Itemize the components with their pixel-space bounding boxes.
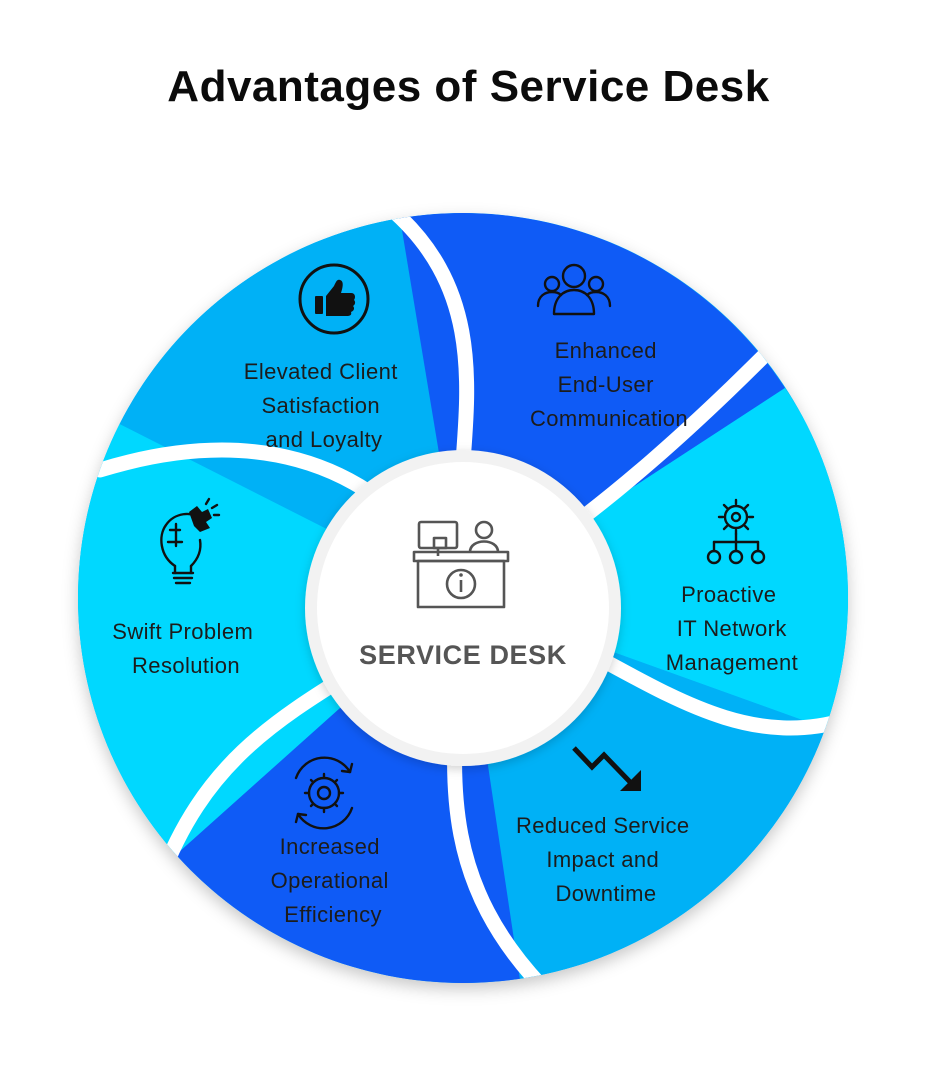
service-desk-icon: [412, 520, 510, 609]
segment-label-line: Efficiency: [284, 902, 382, 927]
segment-problem-resolution: [78, 424, 463, 860]
segment-label-line: Satisfaction: [261, 393, 380, 418]
segment-label: Enhanced End-User Communication: [530, 338, 688, 431]
down-trend-arrow-icon: [572, 746, 641, 791]
segment-label: Reduced Service Impact and Downtime: [516, 813, 696, 906]
segment-label-line: Elevated Client: [244, 359, 398, 384]
segment-label-line: Swift Problem: [112, 619, 253, 644]
segment-label: Increased Operational Efficiency: [271, 834, 396, 927]
segment-label-line: End-User: [558, 372, 654, 397]
segment-label-line: Impact and: [546, 847, 659, 872]
page-title: Advantages of Service Desk: [167, 62, 770, 111]
segment-label-line: Increased: [280, 834, 380, 859]
thumbs-up-icon: [298, 263, 370, 335]
segment-label-line: Proactive: [681, 582, 776, 607]
segment-label-line: and Loyalty: [266, 427, 383, 452]
center-label: SERVICE DESK: [359, 640, 567, 670]
segment-label: Swift Problem Resolution: [112, 619, 259, 678]
segment-network-management: [463, 388, 848, 730]
segment-label: Elevated Client Satisfaction and Loyalty: [244, 359, 405, 452]
segment-label-line: Operational: [271, 868, 389, 893]
segment-label-line: Management: [666, 650, 798, 675]
segment-label-line: Resolution: [132, 653, 240, 678]
cycle-gear-icon: [294, 756, 354, 830]
segment-label-line: Enhanced: [555, 338, 657, 363]
segment-label-line: Communication: [530, 406, 688, 431]
segment-label-line: IT Network: [677, 616, 788, 641]
segment-label-line: Downtime: [555, 881, 656, 906]
lightbulb-puzzle-icon: [160, 497, 221, 585]
segment-label: Proactive IT Network Management: [666, 582, 798, 675]
network-gear-icon: [706, 498, 766, 565]
segment-label-line: Reduced Service: [516, 813, 690, 838]
users-icon: [536, 263, 612, 316]
